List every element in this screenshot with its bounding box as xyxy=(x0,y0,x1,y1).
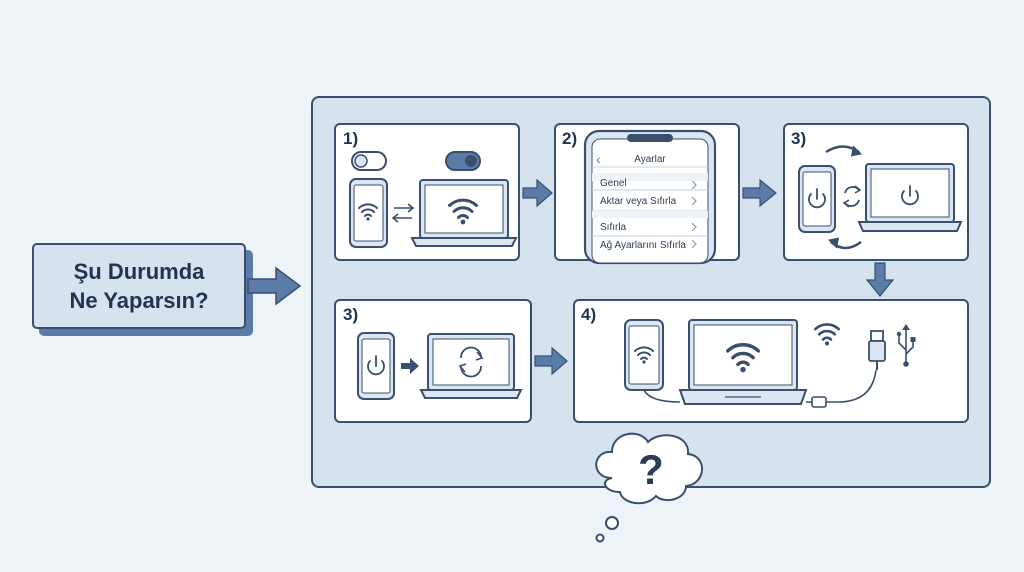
laptop-power-icon xyxy=(857,163,963,232)
settings-item-reset[interactable]: Sıfırla xyxy=(600,222,627,233)
phone-wifi-icon xyxy=(349,178,388,248)
title-line-1: Şu Durumda xyxy=(73,259,205,284)
question-mark: ? xyxy=(638,446,664,493)
settings-header: Ayarlar xyxy=(634,154,666,165)
phone-wifi-icon-2 xyxy=(624,319,664,391)
arrow-1-to-2 xyxy=(522,178,553,208)
usb-symbol-icon xyxy=(896,324,916,367)
settings-item-transfer-reset[interactable]: Aktar veya Sıfırla xyxy=(600,196,677,207)
arrow-3-to-4 xyxy=(534,346,568,376)
wifi-icon xyxy=(813,323,841,347)
step-label-1: 1) xyxy=(343,129,359,148)
title-line-2: Ne Yaparsın? xyxy=(69,288,209,313)
arrow-2-to-3 xyxy=(742,178,777,208)
step-label-2: 2) xyxy=(562,129,578,148)
thought-bubble xyxy=(595,432,703,543)
restart-top-arrow-icon xyxy=(825,145,863,157)
laptop-wifi-icon-2 xyxy=(678,319,808,405)
settings-item-reset-network[interactable]: Ağ Ayarlarını Sıfırla xyxy=(600,240,686,251)
small-right-arrow-icon xyxy=(401,358,419,374)
step-label-3-top: 3) xyxy=(791,129,807,148)
toggle-on-icon xyxy=(445,151,481,171)
settings-phone xyxy=(583,129,717,265)
phone-power-icon-2 xyxy=(357,332,395,400)
laptop-sync-icon xyxy=(419,333,523,399)
cable-line xyxy=(643,369,877,408)
title-box: Şu Durumda Ne Yaparsın? xyxy=(32,243,246,329)
restart-bottom-arrow-icon xyxy=(827,237,862,250)
title-text: Şu Durumda Ne Yaparsın? xyxy=(34,257,244,315)
settings-item-general[interactable]: Genel xyxy=(600,178,627,189)
settings-back-icon[interactable]: ‹ xyxy=(596,151,601,167)
toggle-off-icon xyxy=(351,151,387,171)
step-label-4: 4) xyxy=(581,305,597,324)
arrow-3-down xyxy=(865,262,895,297)
phone-power-icon xyxy=(798,165,836,233)
step-label-3-bottom: 3) xyxy=(343,305,359,324)
usb-cable-icon xyxy=(868,330,886,370)
transfer-arrows-icon xyxy=(391,203,415,223)
title-to-steps-arrow xyxy=(247,266,302,306)
restart-cycle-icon xyxy=(842,185,862,208)
laptop-wifi-icon xyxy=(410,179,518,247)
